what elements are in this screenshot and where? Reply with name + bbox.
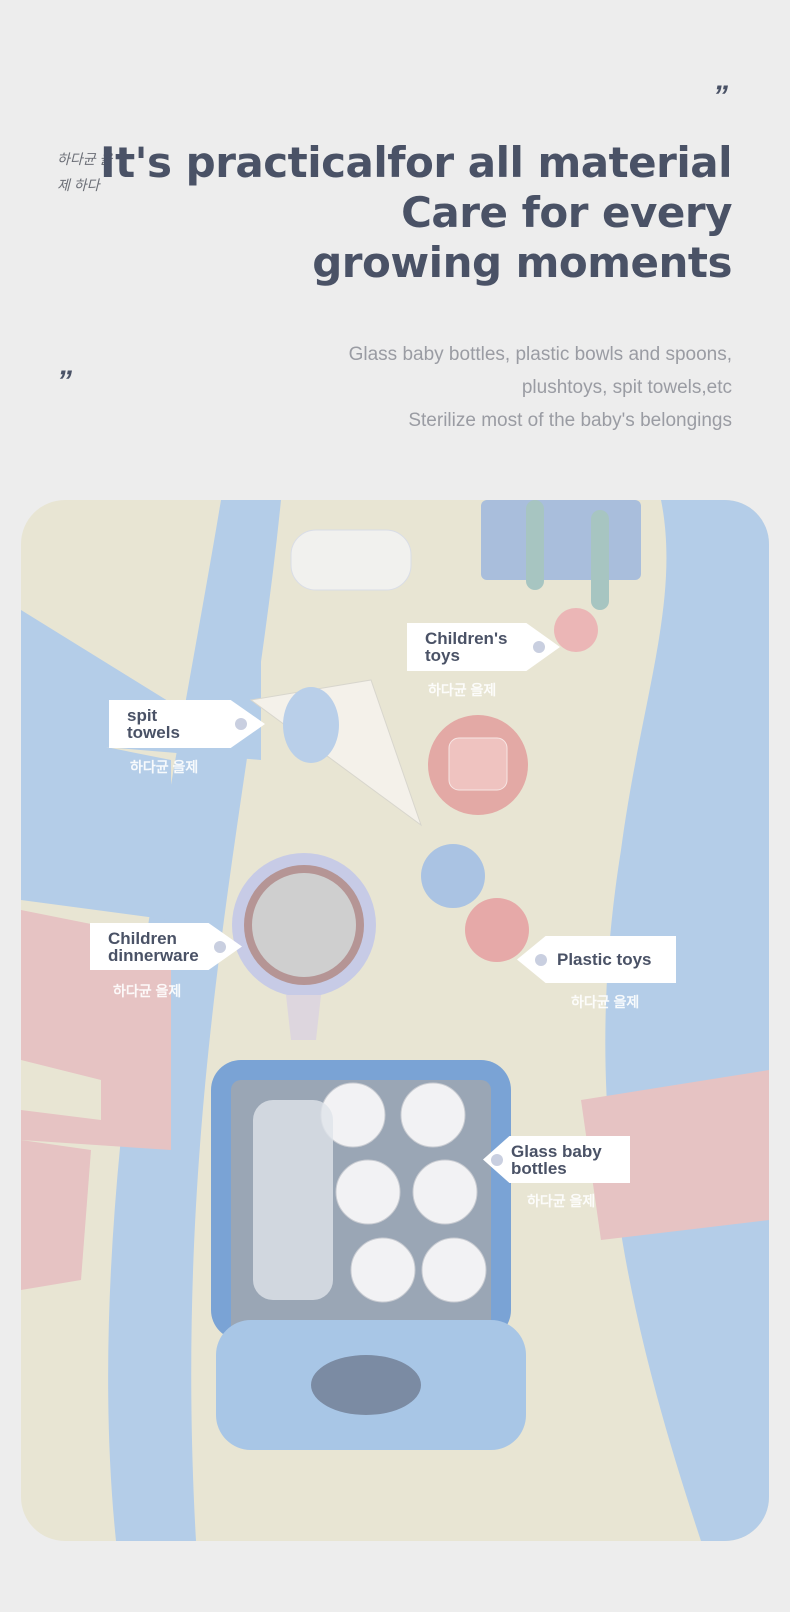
- korean-side-text: 하다균 을 제 하다: [57, 151, 113, 193]
- label-title: spit towels: [127, 706, 180, 742]
- label-childrens-toys: Children's toys: [407, 623, 560, 671]
- headline-line-2: Care for every: [401, 188, 732, 237]
- pointer-dot-icon: [533, 641, 545, 653]
- product-photo: [21, 500, 769, 1541]
- photo-background: [21, 500, 769, 1541]
- label-spit-towels: spit towels: [109, 700, 265, 748]
- label-title: Children dinnerware: [108, 928, 199, 965]
- pointer-dot-icon: [235, 718, 247, 730]
- description-line-2: plushtoys, spit towels,etc: [521, 377, 732, 398]
- pointer-dot-icon: [214, 940, 226, 953]
- label-subtext: 하다균 을제: [428, 682, 497, 698]
- label-glass-baby-bottles: Glass baby bottles: [483, 1136, 630, 1183]
- page-title: It's practicalfor all material Care for …: [99, 138, 733, 288]
- label-title: Glass baby bottles: [511, 1141, 602, 1178]
- label-children-dinnerware: Children dinnerware: [90, 923, 242, 970]
- quote-mark-bottom: ”: [57, 365, 72, 398]
- headline-line-1: It's practicalfor all material: [99, 138, 733, 187]
- label-subtext: 하다균 을제: [130, 759, 199, 775]
- description-line-1: Glass baby bottles, plastic bowls and sp…: [348, 344, 732, 365]
- label-subtext: 하다균 을제: [527, 1193, 596, 1209]
- label-title: Plastic toys: [557, 950, 652, 969]
- label-subtext: 하다균 을제: [571, 994, 640, 1010]
- description: Glass baby bottles, plastic bowls and sp…: [349, 338, 732, 437]
- pointer-dot-icon: [491, 1153, 503, 1166]
- description-line-3: Sterilize most of the baby's belongings: [408, 410, 732, 431]
- label-plastic-toys: Plastic toys: [517, 936, 676, 983]
- headline-line-3: growing moments: [312, 238, 732, 287]
- pointer-dot-icon: [535, 953, 547, 966]
- label-title: Children's toys: [425, 629, 508, 665]
- quote-mark-top: ”: [713, 80, 728, 113]
- label-subtext: 하다균 을제: [113, 983, 182, 999]
